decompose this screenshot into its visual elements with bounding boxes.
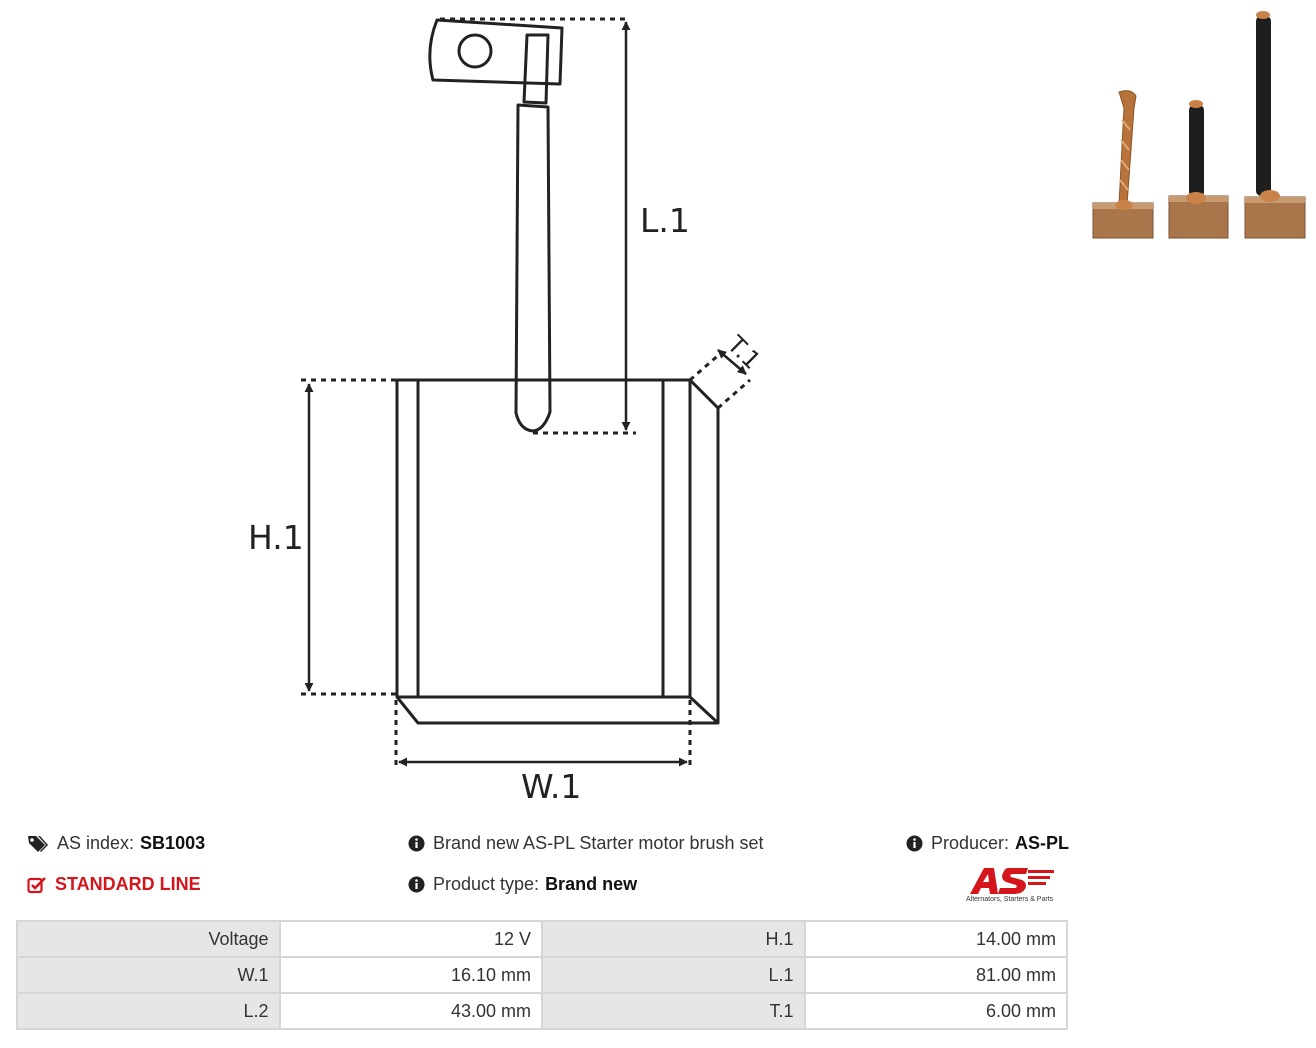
as-index-row: AS index: SB1003 xyxy=(27,833,205,854)
spec-key: T.1 xyxy=(543,994,804,1028)
spec-key: Voltage xyxy=(18,922,279,956)
lug-strap xyxy=(522,33,550,105)
tags-icon xyxy=(27,834,49,854)
table-row: L.2 43.00 mm T.1 6.00 mm xyxy=(18,994,1066,1028)
spec-value: 16.10 mm xyxy=(280,958,541,992)
table-row: W.1 16.10 mm L.1 81.00 mm xyxy=(18,958,1066,992)
spec-value: 6.00 mm xyxy=(805,994,1066,1028)
info-icon xyxy=(408,876,425,893)
producer-value: AS-PL xyxy=(1015,833,1070,853)
w1-label: W.1 xyxy=(521,767,581,806)
specs-table: Voltage 12 V H.1 14.00 mm W.1 16.10 mm L… xyxy=(16,920,1068,1030)
logo-tagline: Alternators, Starters & Parts xyxy=(966,896,1054,903)
terminal-lug xyxy=(428,18,564,86)
brush-block-side xyxy=(688,378,720,725)
as-index-value: SB1003 xyxy=(140,833,206,853)
t1-ext-a xyxy=(689,350,723,382)
table-row: Voltage 12 V H.1 14.00 mm xyxy=(18,922,1066,956)
h1-label: H.1 xyxy=(248,518,304,557)
product-photo xyxy=(1092,11,1306,239)
spec-value: 12 V xyxy=(280,922,541,956)
spec-key: W.1 xyxy=(18,958,279,992)
standard-line-row: STANDARD LINE xyxy=(27,874,201,895)
brush-photo-2 xyxy=(1168,100,1229,239)
spec-value: 14.00 mm xyxy=(805,922,1066,956)
spec-value: 81.00 mm xyxy=(805,958,1066,992)
info-icon xyxy=(408,835,425,852)
standard-line-label: STANDARD LINE xyxy=(55,874,201,894)
producer-label: Producer: xyxy=(931,833,1010,853)
spec-key: L.2 xyxy=(18,994,279,1028)
description-row: Brand new AS-PL Starter motor brush set xyxy=(408,833,770,854)
product-type-value: Brand new xyxy=(545,874,638,894)
spec-key: L.1 xyxy=(543,958,804,992)
as-pl-logo: Alternators, Starters & Parts xyxy=(962,862,1070,908)
spec-key: H.1 xyxy=(543,922,804,956)
technical-drawing: L.1 H.1 W.1 T.1 xyxy=(248,11,1306,806)
as-index-label: AS index: xyxy=(57,833,135,853)
terminal-hole xyxy=(457,33,493,69)
brush-block-bottom xyxy=(395,696,718,725)
spec-value: 43.00 mm xyxy=(280,994,541,1028)
as-logo-mark xyxy=(970,868,1054,894)
description-text: Brand new AS-PL Starter motor brush set xyxy=(433,833,764,853)
l1-label: L.1 xyxy=(640,201,690,240)
producer-row: Producer: AS-PL xyxy=(906,833,1069,854)
brush-block-front xyxy=(395,378,692,699)
t1-ext-b xyxy=(717,378,751,410)
product-type-row: Product type: Brand new xyxy=(408,874,637,895)
t1-label: T.1 xyxy=(721,330,766,375)
check-square-icon xyxy=(27,876,47,894)
product-type-label: Product type: xyxy=(433,874,540,894)
brush-cable xyxy=(514,103,552,433)
t1-dimension-arrow xyxy=(717,349,747,375)
brush-photo-3 xyxy=(1244,11,1306,239)
info-icon xyxy=(906,835,923,852)
brush-photo-1 xyxy=(1092,90,1154,239)
